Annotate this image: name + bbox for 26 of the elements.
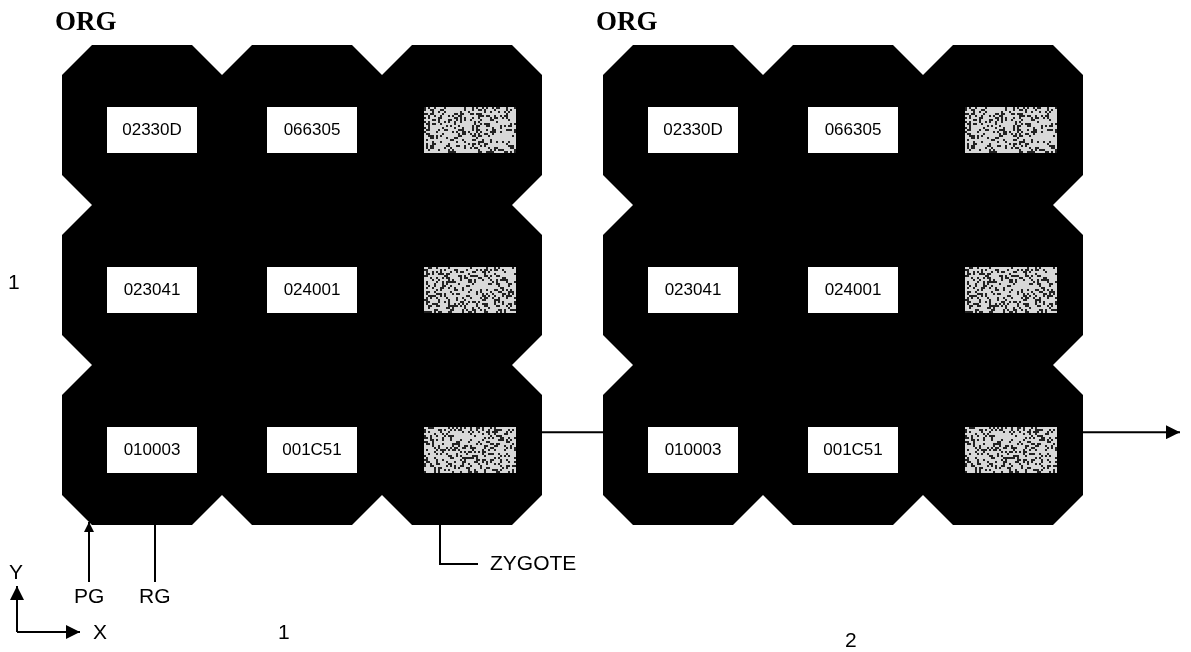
leader-line <box>439 524 479 565</box>
code-label: 024001 <box>267 267 357 313</box>
code-label: 066305 <box>808 107 898 153</box>
code-label: 023041 <box>648 267 738 313</box>
part-label: PG <box>74 584 105 608</box>
figure-label: Y <box>9 560 23 584</box>
code-label: 010003 <box>648 427 738 473</box>
leader-line <box>84 521 94 583</box>
figure-label: 2 <box>845 628 857 652</box>
code-label: 001C51 <box>808 427 898 473</box>
arrow <box>1082 425 1181 440</box>
figure-label: 1 <box>278 620 290 644</box>
code-label: 066305 <box>267 107 357 153</box>
part-label: RG <box>139 584 171 608</box>
organism-title: ORG <box>55 6 117 36</box>
figure-label: X <box>93 620 107 644</box>
code-label: 024001 <box>808 267 898 313</box>
organism-title: ORG <box>596 6 658 36</box>
part-label: ZYGOTE <box>490 551 577 575</box>
code-label: 010003 <box>107 427 197 473</box>
code-label: 023041 <box>107 267 197 313</box>
leader-line <box>154 524 156 583</box>
code-label: 001C51 <box>267 427 357 473</box>
figure-label: 1 <box>8 270 20 294</box>
code-label: 02330D <box>648 107 738 153</box>
code-label: 02330D <box>107 107 197 153</box>
